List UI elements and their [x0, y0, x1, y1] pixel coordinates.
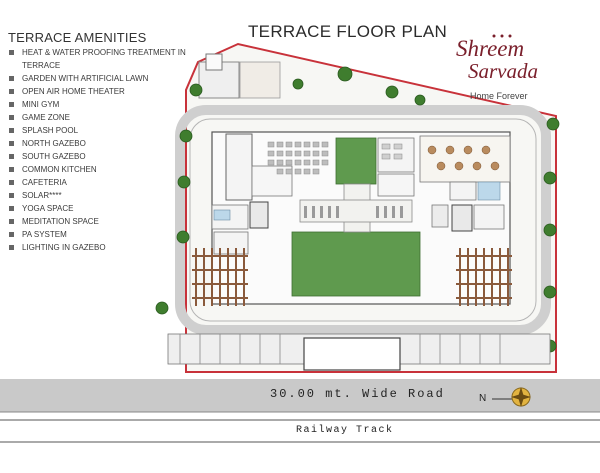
- central-pavilion-horizontal: [299, 199, 413, 223]
- amenity-item: GAME ZONE: [8, 111, 186, 124]
- south-gazebo: [456, 248, 512, 306]
- pool-room: [377, 173, 415, 197]
- road-label: 30.00 mt. Wide Road: [270, 387, 445, 401]
- right-staircase: [451, 204, 473, 232]
- cafeteria-area: [419, 135, 511, 183]
- north-lawn: [335, 137, 377, 185]
- right-room-block: [473, 204, 505, 230]
- logo-tagline: Home Forever: [470, 91, 528, 101]
- amenity-item: COMMON KITCHEN: [8, 163, 186, 176]
- amenity-item: CAFETERIA: [8, 176, 186, 189]
- amenity-item: OPEN AIR HOME THEATER: [8, 85, 186, 98]
- svg-text:Shreem: Shreem: [456, 36, 524, 61]
- toilet-block: [213, 209, 231, 221]
- amenity-item: NORTH GAZEBO: [8, 137, 186, 150]
- plan-title: TERRACE FLOOR PLAN: [248, 22, 448, 41]
- home-theater-room: [251, 165, 293, 197]
- game-tables: [381, 143, 403, 160]
- amenity-item: SOLAR****: [8, 189, 186, 202]
- internal-driveway: [175, 105, 551, 335]
- railway-label: Railway Track: [296, 425, 394, 436]
- amenities-list: HEAT & WATER PROOFING TREATMENT IN TERRA…: [8, 46, 186, 254]
- driveway-inner-edge: [189, 118, 537, 322]
- terrace-courtyard: [239, 61, 281, 99]
- south-lawn: [291, 231, 421, 297]
- entrance-gate: [303, 337, 401, 371]
- left-staircase: [249, 201, 269, 229]
- amenities-heading: TERRACE AMENITIES: [8, 30, 147, 45]
- svg-text:Sarvada: Sarvada: [468, 59, 538, 83]
- meditation-room: [213, 231, 249, 255]
- amenity-item: LIGHTING IN GAZEBO: [8, 241, 186, 254]
- north-gazebo: [192, 248, 248, 306]
- amenity-item: MINI GYM: [8, 98, 186, 111]
- wide-road: [0, 379, 600, 412]
- gym-block: [225, 133, 253, 201]
- amenity-item: MEDITATION SPACE: [8, 215, 186, 228]
- brand-logo: Shreem Sarvada: [456, 34, 538, 83]
- parking-bays: [179, 334, 501, 364]
- compass-rose: [492, 387, 531, 407]
- amenity-item: SPLASH POOL: [8, 124, 186, 137]
- north-label: N: [479, 393, 487, 404]
- amenity-item: GARDEN WITH ARTIFICIAL LAWN: [8, 72, 186, 85]
- amenity-item: YOGA SPACE: [8, 202, 186, 215]
- lift-lobby: [431, 204, 449, 228]
- amenity-item: PA SYSTEM: [8, 228, 186, 241]
- cafeteria-tables: [427, 145, 500, 171]
- amenity-item: HEAT & WATER PROOFING TREATMENT IN TERRA…: [8, 46, 186, 72]
- amenity-item: SOUTH GAZEBO: [8, 150, 186, 163]
- service-shaft: [205, 53, 223, 71]
- pavilion-colonnade: [304, 206, 403, 218]
- toilet-room-right: [477, 181, 501, 201]
- theater-seating: [267, 141, 329, 175]
- kitchen-room: [449, 181, 477, 201]
